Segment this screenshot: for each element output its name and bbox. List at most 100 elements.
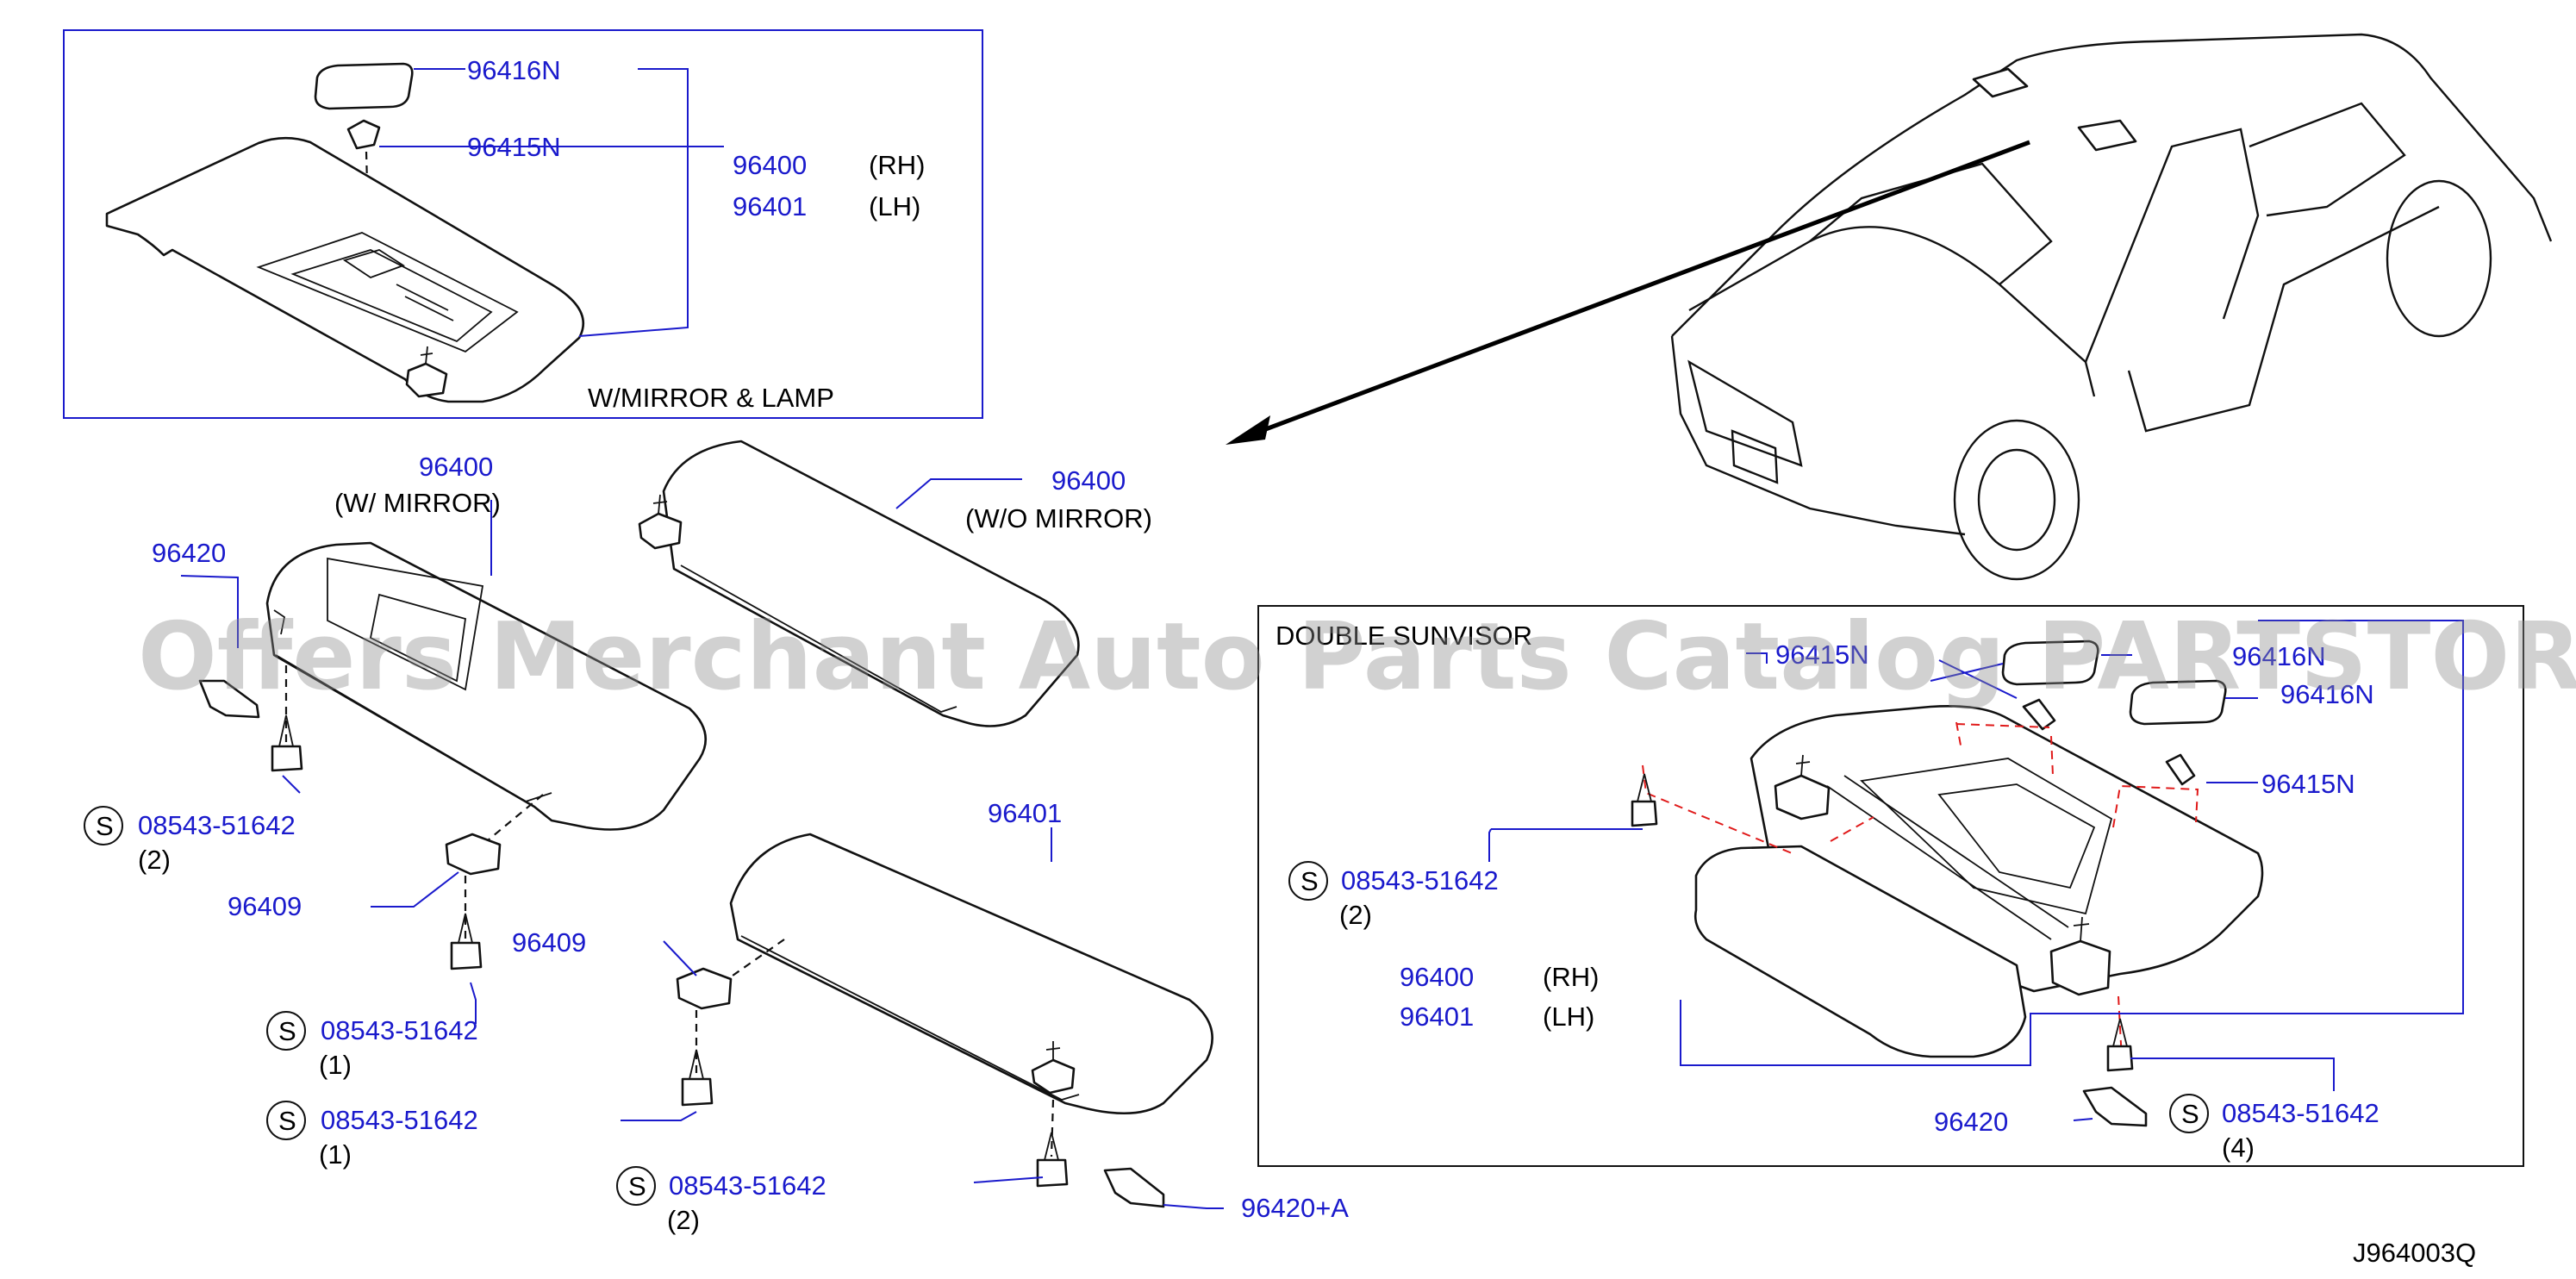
screw-e-head (1631, 800, 1658, 827)
vehicle-front-lower (1670, 335, 1966, 536)
double-mirror-frame (1860, 758, 2113, 915)
vehicle-roofline (1671, 33, 2553, 337)
mirror-hatch (396, 284, 454, 321)
inset-caption-double: DOUBLE SUNVISOR (1276, 621, 1532, 651)
vehicle-front-hub (1977, 448, 2056, 552)
screw-c-thread (689, 1049, 704, 1080)
double-sunvisor-lower (1693, 845, 2027, 1058)
lamp-bulb (346, 119, 381, 150)
screw-f-thread (2112, 1018, 2128, 1047)
double-visor-bracket-rod (2073, 916, 2090, 942)
standard-part-symbol (2169, 1094, 2209, 1133)
side-label-lh-inset: (LH) (1543, 1001, 1594, 1032)
vehicle-sunvisor-left (1972, 67, 2029, 98)
vehicle-rear-window (2249, 102, 2406, 217)
screw-f-head (2106, 1045, 2134, 1072)
visor-edge-line-3 (740, 935, 1080, 1101)
vehicle-rear-wheel (2386, 179, 2492, 338)
vehicle-hood (1688, 226, 2096, 397)
quantity-screw-d: (2) (667, 1205, 700, 1235)
standard-part-letter: S (96, 811, 114, 841)
screw-a-head (271, 745, 303, 772)
standard-part-symbol (266, 1101, 306, 1140)
part-number-96400-w-mirror[interactable]: 96400 (419, 452, 493, 482)
part-number-screw-f[interactable]: 08543-51642 (2222, 1098, 2380, 1128)
part-number-96420-inset[interactable]: 96420 (1934, 1107, 2008, 1137)
screw-e-thread (1637, 773, 1652, 802)
part-number-96401-inset[interactable]: 96401 (1400, 1001, 1474, 1032)
part-number-96416n[interactable]: 96416N (467, 55, 561, 85)
visor-rod-96401 (1045, 1041, 1061, 1060)
mirror-frame (256, 232, 519, 353)
part-number-96400-inset[interactable]: 96400 (1400, 962, 1474, 992)
part-number-96400[interactable]: 96400 (733, 150, 807, 180)
part-number-96409-upper[interactable]: 96409 (228, 891, 302, 921)
double-visor-bracket (2049, 939, 2111, 996)
standard-part-letter: S (628, 1171, 646, 1201)
visor-hook-96420 (198, 679, 260, 719)
vehicle-front-wheel (1953, 419, 2080, 581)
part-number-96420[interactable]: 96420 (152, 538, 226, 568)
standard-part-symbol (616, 1166, 656, 1206)
mirror-surface (369, 593, 466, 683)
part-number-96401-main[interactable]: 96401 (988, 798, 1062, 828)
hook-clip (273, 609, 286, 635)
quantity-screw-b: (1) (319, 1050, 352, 1080)
standard-part-letter: S (1300, 866, 1319, 896)
visor-edge-line-2 (680, 565, 957, 713)
double-sunvisor-upper (1750, 704, 2264, 993)
assembly-line (365, 151, 371, 251)
double-mirror-glass (1937, 783, 2096, 889)
screw-b-head (450, 941, 483, 970)
hidden-lines (1642, 721, 2199, 1061)
visor-pivot-wo-mirror (638, 512, 683, 550)
lamp-bulb-b (2165, 753, 2196, 786)
part-number-screw-b[interactable]: 08543-51642 (321, 1015, 478, 1045)
visor-hook-96420a (1103, 1167, 1165, 1208)
part-number-96409-lower[interactable]: 96409 (512, 927, 586, 958)
screw-b-thread (458, 913, 473, 944)
part-number-screw-e[interactable]: 08543-51642 (1341, 865, 1499, 895)
vehicle-a-pillar (2084, 128, 2260, 363)
assembly-line-screw-d (1050, 1099, 1055, 1157)
side-label-rh-inset: (RH) (1543, 962, 1599, 992)
quantity-screw-f: (4) (2222, 1132, 2255, 1163)
visor-bracket-96409-lower (676, 967, 733, 1010)
side-label-lh: (LH) (869, 191, 920, 221)
leader-lines-inset2 (1488, 620, 2464, 1121)
lamp-lens-cover-a (2001, 640, 2099, 686)
standard-part-symbol (1288, 861, 1328, 901)
screw-d-thread (1044, 1132, 1059, 1161)
screw-c-head (681, 1077, 714, 1107)
part-number-screw-d[interactable]: 08543-51642 (669, 1170, 826, 1201)
part-number-96416n-inset-a[interactable]: 96416N (2232, 641, 2326, 671)
sunvisor-mirror-lamp (105, 136, 584, 403)
inset-frame-mirror-lamp (63, 29, 983, 419)
assembly-line-bracket-b (732, 939, 785, 976)
sunvisor-with-mirror (265, 541, 707, 831)
part-number-screw-a[interactable]: 08543-51642 (138, 810, 296, 840)
part-number-96416n-inset-b[interactable]: 96416N (2280, 679, 2374, 709)
part-number-96415n-inset[interactable]: 96415N (1775, 640, 1869, 670)
leader-lines-inset1 (379, 68, 724, 337)
visor-hook-96420-inset (2082, 1086, 2148, 1127)
visor-bracket-96409-upper (445, 833, 502, 876)
part-number-screw-c[interactable]: 08543-51642 (321, 1105, 478, 1135)
part-number-96401[interactable]: 96401 (733, 191, 807, 221)
leader-lines-main (180, 478, 1224, 1209)
part-number-96420a[interactable]: 96420+A (1241, 1193, 1349, 1223)
vehicle-license-plate (1731, 429, 1779, 484)
visor-rod-wo-mirror (652, 494, 668, 515)
standard-part-letter: S (2181, 1099, 2199, 1129)
double-visor-rod (1826, 775, 2069, 940)
part-number-96415n[interactable]: 96415N (467, 132, 561, 162)
sunvisor-96401 (729, 833, 1213, 1115)
visor-rod (420, 346, 433, 365)
vehicle-hood-scoop (1809, 162, 2053, 285)
lamp-lens-cover (314, 62, 414, 110)
part-number-96415n-inset-b[interactable]: 96415N (2261, 769, 2355, 799)
part-number-96400-wo-mirror[interactable]: 96400 (1051, 465, 1126, 496)
inset-caption: W/MIRROR & LAMP (588, 383, 834, 413)
vehicle-grille (1687, 359, 1803, 467)
quantity-screw-c: (1) (319, 1139, 352, 1170)
